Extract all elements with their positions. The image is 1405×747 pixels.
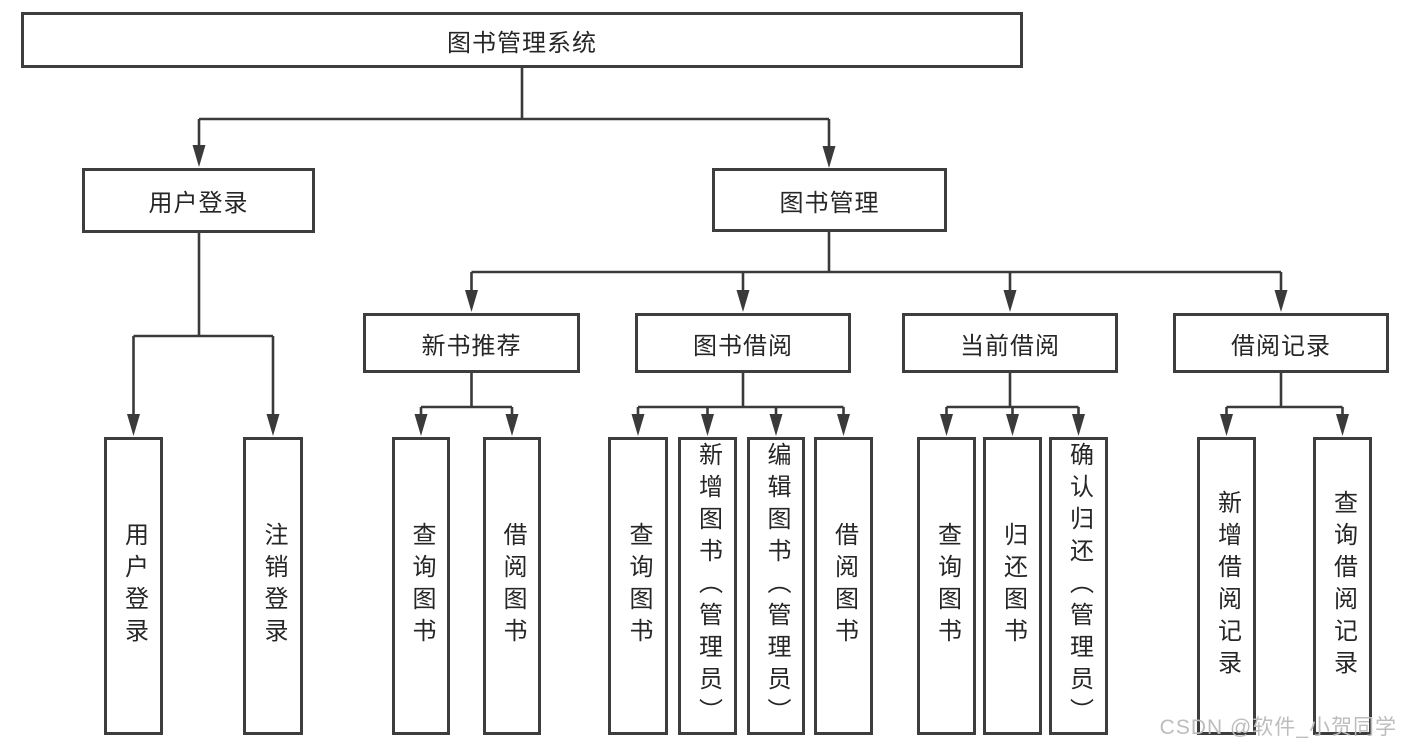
node-leaf-borrow-books: 借阅图书: [814, 437, 873, 735]
node-new-book-recommendation: 新书推荐: [363, 313, 580, 373]
node-label: 新增借阅记录: [1213, 490, 1241, 682]
watermark: CSDN @软件_小贺同学: [1159, 716, 1397, 739]
arrowhead: [465, 290, 478, 312]
node-current-borrowing: 当前借阅: [902, 313, 1118, 373]
arrowhead: [192, 145, 206, 167]
node-leaf-add-borrow-record: 新增借阅记录: [1197, 437, 1256, 735]
node-leaf-query-books-borrow: 查询图书: [608, 437, 668, 735]
node-label: 查询借阅记录: [1329, 490, 1357, 682]
arrowhead: [631, 414, 645, 436]
node-leaf-user-login: 用户登录: [104, 437, 163, 735]
arrowhead: [822, 146, 836, 168]
node-leaf-confirm-return-admin: 确认归还（管理员）: [1049, 437, 1108, 735]
node-leaf-borrow-books-recommend: 借阅图书: [483, 437, 541, 735]
node-user-login: 用户登录: [82, 168, 315, 233]
node-label: 图书管理系统: [447, 29, 597, 57]
arrowhead: [1274, 290, 1288, 312]
arrowhead: [837, 414, 850, 436]
arrowhead: [736, 290, 750, 312]
node-leaf-query-borrow-record: 查询借阅记录: [1313, 437, 1372, 735]
node-label: 查询图书: [408, 522, 435, 650]
node-borrowing-records: 借阅记录: [1173, 313, 1389, 373]
node-label: 查询图书: [625, 522, 652, 650]
arrowhead: [127, 414, 140, 436]
arrowhead: [1220, 414, 1233, 436]
arrowhead: [701, 414, 714, 436]
arrowhead: [1072, 414, 1085, 436]
node-label: 新书推荐: [421, 332, 522, 360]
node-label: 确认归还（管理员）: [1065, 442, 1093, 730]
arrowhead: [1006, 414, 1019, 436]
node-label: 查询图书: [933, 522, 961, 650]
node-leaf-add-books-admin: 新增图书（管理员）: [678, 437, 737, 735]
node-leaf-query-books-recommend: 查询图书: [392, 437, 450, 735]
node-label: 用户登录: [148, 190, 249, 217]
node-leaf-edit-books-admin: 编辑图书（管理员）: [747, 437, 805, 735]
node-book-management: 图书管理: [712, 168, 947, 232]
arrowhead: [1336, 414, 1349, 436]
node-leaf-query-books-current: 查询图书: [917, 437, 976, 735]
node-label: 用户登录: [120, 522, 148, 650]
node-label: 图书管理: [779, 189, 880, 217]
node-label: 借阅图书: [499, 522, 526, 650]
arrowhead: [414, 414, 428, 436]
arrowhead: [266, 414, 280, 436]
node-label: 借阅图书: [830, 522, 858, 650]
node-library-management-system: 图书管理系统: [21, 12, 1023, 68]
node-leaf-logout: 注销登录: [243, 437, 303, 735]
node-book-borrowing: 图书借阅: [635, 313, 851, 373]
node-leaf-return-books: 归还图书: [983, 437, 1042, 735]
arrowhead: [505, 414, 519, 436]
node-label: 借阅记录: [1231, 332, 1331, 360]
node-label: 归还图书: [999, 522, 1027, 650]
arrowhead: [1003, 290, 1017, 312]
arrowhead: [769, 414, 783, 436]
node-label: 图书借阅: [693, 332, 793, 360]
node-label: 编辑图书（管理员）: [763, 442, 790, 730]
node-label: 新增图书（管理员）: [694, 442, 722, 730]
node-label: 当前借阅: [960, 332, 1060, 360]
arrowhead: [940, 414, 953, 436]
node-label: 注销登录: [260, 522, 287, 650]
